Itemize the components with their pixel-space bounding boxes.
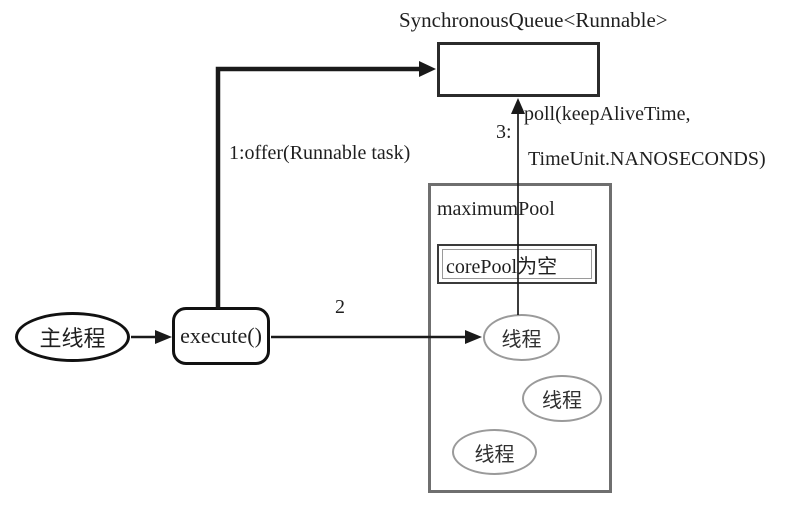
main-to-execute-arrowhead bbox=[155, 330, 172, 344]
poll-label-line2: TimeUnit.NANOSECONDS) bbox=[528, 148, 766, 170]
execute-node: execute() bbox=[172, 307, 270, 365]
maximum-pool-label: maximumPool bbox=[437, 198, 555, 220]
thread-node-3: 线程 bbox=[452, 429, 537, 475]
offer-arrow-line bbox=[215, 66, 421, 309]
offer-edge-label: 1:offer(Runnable task) bbox=[229, 142, 411, 164]
thread-1-label: 线程 bbox=[501, 329, 542, 351]
main-thread-node: 主线程 bbox=[15, 312, 130, 362]
thread-node-2: 线程 bbox=[522, 375, 602, 422]
sync-queue-box bbox=[437, 42, 600, 97]
thread-3-label: 线程 bbox=[474, 443, 515, 466]
poll-arrowhead bbox=[511, 98, 525, 114]
step2-edge-label: 2 bbox=[335, 296, 345, 318]
offer-arrowhead bbox=[419, 61, 436, 77]
poll-label-line1: poll(keepAliveTime, bbox=[524, 103, 691, 125]
thread-node-1: 线程 bbox=[483, 314, 560, 361]
main-thread-label: 主线程 bbox=[39, 326, 106, 351]
core-pool-box: corePool为空 bbox=[437, 244, 597, 284]
step3-edge-label: 3: bbox=[496, 121, 512, 143]
thread-2-label: 线程 bbox=[542, 390, 582, 412]
sync-queue-title: SynchronousQueue<Runnable> bbox=[399, 8, 668, 32]
execute-label: execute() bbox=[180, 323, 262, 348]
core-pool-label: corePool为空 bbox=[446, 255, 558, 278]
